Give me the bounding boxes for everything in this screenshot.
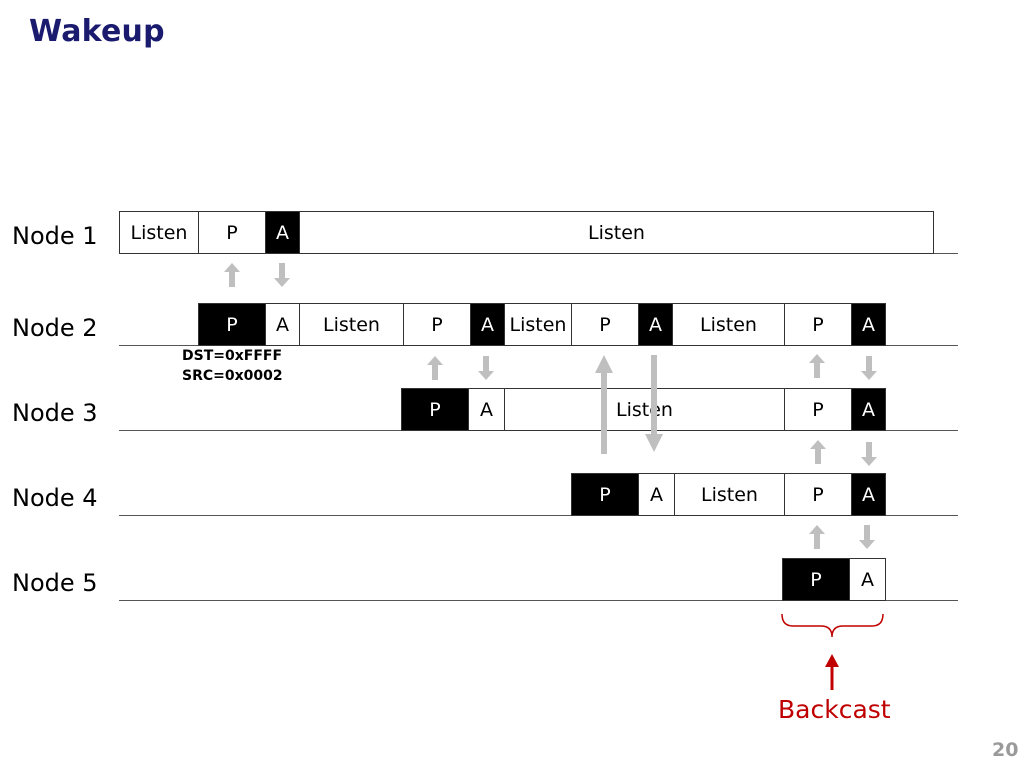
node-4-label: Node 4 (12, 484, 98, 512)
slide-title: Wakeup (29, 14, 165, 49)
node-2-label: Node 2 (12, 314, 98, 342)
node-3-slot-a: A (468, 388, 505, 431)
node-2-slot-a: A (470, 303, 505, 346)
node-3-slot-p: P (784, 388, 852, 431)
up-arrow-icon (809, 525, 825, 549)
node-1-label: Node 1 (12, 222, 98, 250)
down-arrow-icon (861, 356, 877, 380)
node-2-slot-listen: Listen (672, 303, 785, 346)
backcast-label: Backcast (778, 695, 891, 724)
node-3-slot-listen: Listen (504, 388, 785, 431)
node-4-slot-a: A (851, 473, 886, 516)
node-4-slot-a: A (638, 473, 675, 516)
down-arrow-icon (859, 525, 875, 549)
up-arrow-icon (224, 263, 240, 287)
down-arrow-icon (274, 263, 290, 287)
node-1-slot-listen: Listen (299, 211, 934, 254)
node-2-slot-a: A (851, 303, 886, 346)
node-2-slot-listen: Listen (299, 303, 404, 346)
node-5-timeline (119, 600, 958, 601)
node-1-slot-a: A (265, 211, 300, 254)
up-arrow-icon (809, 354, 825, 378)
node-2-slot-listen: Listen (504, 303, 572, 346)
node-1-slot-p: P (198, 211, 266, 254)
node-5-slot-a: A (849, 558, 886, 601)
node-2-slot-a: A (638, 303, 673, 346)
down-arrow-icon (861, 442, 877, 466)
backcast-arrowhead-icon (825, 654, 839, 667)
node-5-label: Node 5 (12, 569, 98, 597)
long-up-arrow-icon (595, 355, 613, 454)
src-address: SRC=0x0002 (182, 368, 283, 384)
frame-header-info: DST=0xFFFF SRC=0x0002 (182, 346, 283, 386)
node-3-label: Node 3 (12, 399, 98, 427)
page-number: 20 (992, 739, 1019, 761)
backcast-brace (781, 613, 884, 638)
up-arrow-icon (427, 356, 443, 380)
node-4-slot-p: P (784, 473, 852, 516)
node-2-slot-p: P (403, 303, 471, 346)
node-4-timeline (119, 515, 958, 516)
down-arrow-icon (478, 356, 494, 380)
node-2-slot-p: P (784, 303, 852, 346)
node-4-slot-p: P (571, 473, 639, 516)
node-3-slot-a: A (851, 388, 886, 431)
node-1-slot-listen: Listen (119, 211, 199, 254)
node-3-slot-p: P (401, 388, 469, 431)
dst-address: DST=0xFFFF (182, 348, 283, 364)
up-arrow-icon (810, 440, 826, 464)
long-down-arrow-icon (645, 355, 663, 452)
